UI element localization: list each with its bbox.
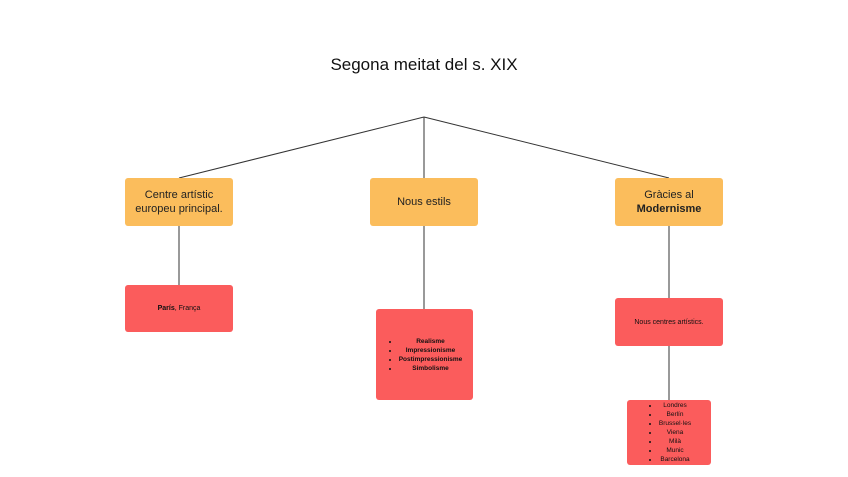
- list-item: Impressionisme: [399, 346, 463, 355]
- node-modernisme-line1: Gràcies al: [644, 189, 694, 201]
- node-new-styles: Nous estils: [370, 178, 478, 226]
- node-cities-list: Londres Berlín Brussel·les Viena Milà Mu…: [627, 400, 711, 465]
- list-item: Postimpressionisme: [399, 355, 463, 364]
- node-paris: París, França: [125, 285, 233, 332]
- list-item: Barcelona: [659, 455, 691, 464]
- styles-list: Realisme Impressionisme Postimpressionis…: [387, 337, 463, 373]
- list-item: Londres: [659, 401, 691, 410]
- list-item: Viena: [659, 428, 691, 437]
- node-new-centres-label: Nous centres artístics.: [634, 318, 704, 326]
- node-central-europe-label: Centre artístic europeu principal.: [135, 189, 223, 215]
- connector-root-right: [423, 116, 670, 179]
- list-item: Berlín: [659, 410, 691, 419]
- connector-root-left: [178, 116, 425, 179]
- diagram-title: Segona meitat del s. XIX: [330, 55, 518, 74]
- list-item: Simbolisme: [399, 364, 463, 373]
- node-modernisme: Gràcies al Modernisme: [615, 178, 723, 226]
- node-new-styles-label: Nous estils: [397, 196, 451, 208]
- node-paris-bold: París: [157, 305, 175, 312]
- list-item: Munic: [659, 446, 691, 455]
- list-item: Milà: [659, 437, 691, 446]
- node-central-europe: Centre artístic europeu principal.: [125, 178, 233, 226]
- node-modernisme-bold: Modernisme: [636, 203, 702, 215]
- node-new-centres: Nous centres artístics.: [615, 298, 723, 346]
- node-styles-list: Realisme Impressionisme Postimpressionis…: [376, 309, 473, 400]
- node-paris-text: , França: [174, 305, 201, 312]
- list-item: Brussel·les: [659, 419, 691, 428]
- cities-list: Londres Berlín Brussel·les Viena Milà Mu…: [647, 401, 691, 464]
- list-item: Realisme: [399, 337, 463, 346]
